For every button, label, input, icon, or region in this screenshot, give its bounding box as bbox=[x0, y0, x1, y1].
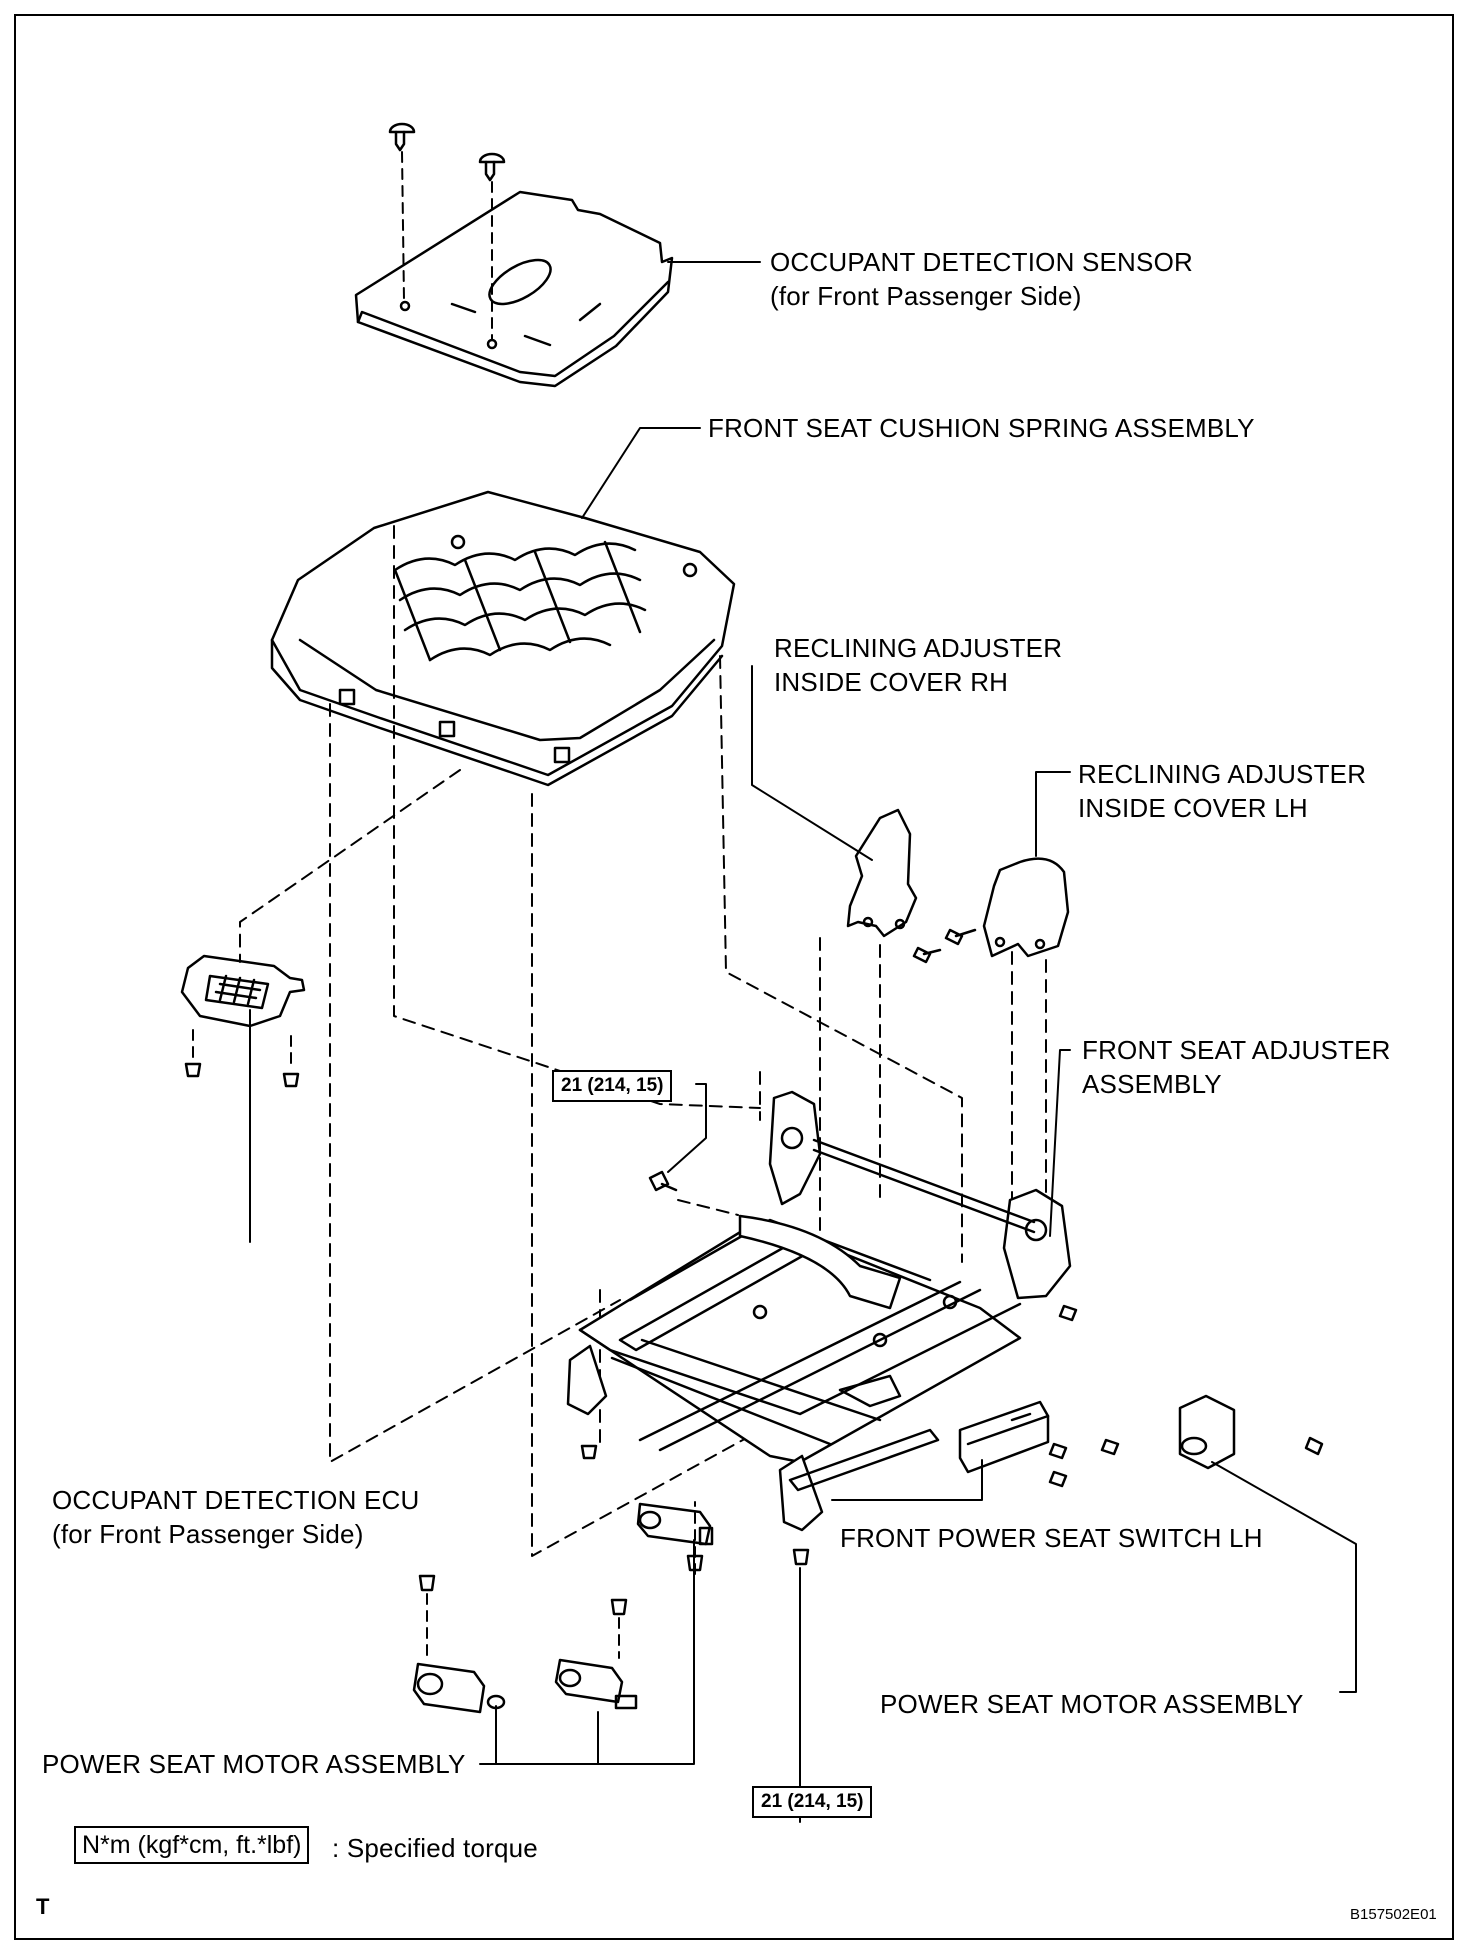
occupant-detection-sensor bbox=[354, 190, 674, 388]
torque-spec-lower: 21 (214, 15) bbox=[752, 1786, 873, 1818]
torque-spec-upper: 21 (214, 15) bbox=[552, 1070, 673, 1102]
label-occupant-detection-ecu: OCCUPANT DETECTION ECU bbox=[52, 1485, 420, 1515]
label-reclining-cover-lh-2: INSIDE COVER LH bbox=[1078, 793, 1308, 823]
label-reclining-cover-lh-1: RECLINING ADJUSTER bbox=[1078, 759, 1367, 789]
front-power-seat-switch bbox=[958, 1400, 1050, 1474]
power-seat-motor-left-c bbox=[636, 1502, 714, 1546]
label-power-seat-motor-right: POWER SEAT MOTOR ASSEMBLY bbox=[880, 1689, 1304, 1719]
legend-torque-description: : Specified torque bbox=[332, 1833, 538, 1863]
label-power-seat-motor-left: POWER SEAT MOTOR ASSEMBLY bbox=[42, 1749, 466, 1779]
reclining-cover-lh bbox=[982, 857, 1070, 958]
front-seat-adjuster-assembly bbox=[566, 1090, 1072, 1532]
reclining-cover-rh bbox=[846, 808, 918, 938]
sensor-clips bbox=[388, 122, 506, 182]
cushion-spring-assembly bbox=[270, 490, 736, 787]
label-front-power-seat-switch: FRONT POWER SEAT SWITCH LH bbox=[840, 1523, 1263, 1553]
motor-bolts bbox=[418, 1554, 704, 1616]
switch-screws bbox=[1048, 1304, 1120, 1488]
power-seat-motor-right bbox=[1178, 1394, 1324, 1470]
label-occupant-detection-sensor: OCCUPANT DETECTION SENSOR bbox=[770, 247, 1193, 277]
occupant-detection-ecu bbox=[180, 954, 306, 1028]
label-occupant-detection-ecu-sub: (for Front Passenger Side) bbox=[52, 1519, 364, 1549]
label-occupant-detection-sensor-sub: (for Front Passenger Side) bbox=[770, 281, 1082, 311]
label-front-seat-adjuster-1: FRONT SEAT ADJUSTER bbox=[1082, 1035, 1391, 1065]
power-seat-motor-left-b bbox=[554, 1658, 638, 1710]
power-seat-motor-left-a bbox=[412, 1662, 506, 1714]
ecu-bolts bbox=[184, 1062, 300, 1088]
label-front-seat-adjuster-2: ASSEMBLY bbox=[1082, 1069, 1222, 1099]
label-reclining-cover-rh-1: RECLINING ADJUSTER bbox=[774, 633, 1063, 663]
label-cushion-spring-assembly: FRONT SEAT CUSHION SPRING ASSEMBLY bbox=[708, 413, 1255, 443]
legend-torque-unit-box: N*m (kgf*cm, ft.*lbf) bbox=[74, 1826, 310, 1864]
figure-code: B157502E01 bbox=[1350, 1906, 1437, 1923]
torque-bolts bbox=[580, 1170, 810, 1566]
label-reclining-cover-rh-2: INSIDE COVER RH bbox=[774, 667, 1009, 697]
corner-letter: T bbox=[36, 1894, 50, 1919]
